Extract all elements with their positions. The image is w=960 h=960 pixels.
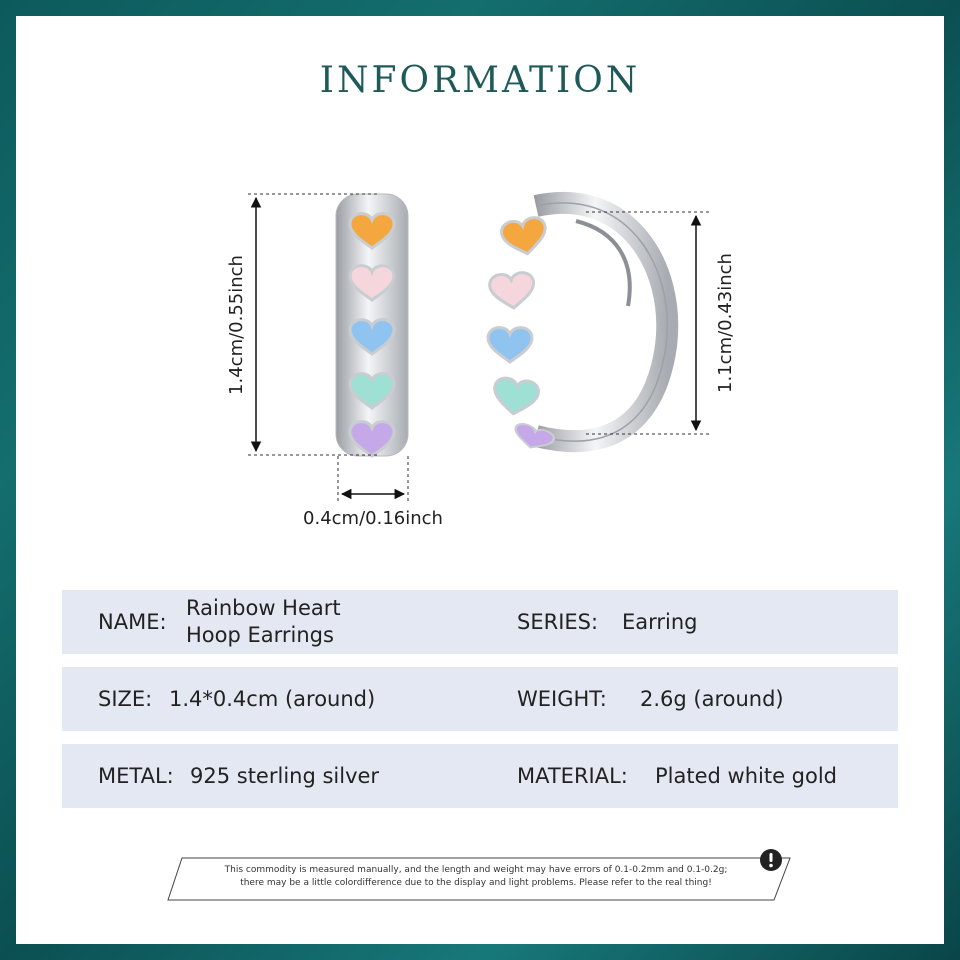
heart-pink — [348, 264, 396, 302]
notice-line1: This commodity is measured manually, and… — [224, 865, 728, 875]
spec-row-name: NAME: Rainbow Heart Hoop Earrings SERIES… — [62, 590, 898, 654]
heart-mint — [348, 372, 396, 410]
notice-text: This commodity is measured manually, and… — [196, 864, 756, 890]
height-label-front: 1.4cm/0.55inch — [226, 255, 247, 395]
name-label: NAME: — [98, 610, 167, 634]
size-label: SIZE: — [98, 687, 153, 711]
info-card: INFORMATION — [16, 16, 944, 944]
side-heart-lilac — [514, 423, 555, 449]
name-value-line1: Rainbow Heart — [186, 596, 341, 620]
series-label: SERIES: — [517, 610, 599, 634]
metal-label: METAL: — [98, 764, 174, 788]
height-measure-front: 1.4cm/0.55inch — [226, 193, 378, 456]
height-measure-side: 1.1cm/0.43inch — [586, 211, 736, 435]
weight-value: 2.6g (around) — [640, 687, 784, 711]
height-label-side: 1.1cm/0.43inch — [715, 253, 736, 393]
name-value: Rainbow Heart Hoop Earrings — [186, 590, 341, 654]
front-earring — [335, 193, 409, 458]
warning-icon — [760, 849, 782, 871]
weight-label: WEIGHT: — [517, 687, 607, 711]
material-label: MATERIAL: — [517, 764, 628, 788]
spec-row-size: SIZE: 1.4*0.4cm (around) WEIGHT: 2.6g (a… — [62, 667, 898, 731]
spec-row-metal: METAL: 925 sterling silver MATERIAL: Pla… — [62, 744, 898, 808]
notice-box: This commodity is measured manually, and… — [166, 849, 796, 904]
page-title: INFORMATION — [319, 60, 641, 101]
side-heart-blue — [486, 326, 534, 364]
width-measure-front: 0.4cm/0.16inch — [303, 456, 443, 529]
side-heart-pink — [488, 271, 536, 310]
name-value-line2: Hoop Earrings — [186, 623, 334, 647]
side-heart-orange — [500, 216, 547, 256]
notice-line2: there may be a little colordifference du… — [240, 878, 712, 888]
width-label-front: 0.4cm/0.16inch — [303, 508, 443, 529]
side-earring — [486, 191, 679, 453]
side-heart-mint — [493, 376, 540, 416]
earring-figure: 1.4cm/0.55inch 0.4cm/0.16inch 1.1cm/0.43… — [226, 191, 736, 529]
heart-blue — [348, 318, 396, 356]
size-value: 1.4*0.4cm (around) — [169, 687, 376, 711]
series-value: Earring — [622, 610, 698, 634]
heart-lilac — [348, 420, 396, 458]
material-value: Plated white gold — [655, 764, 838, 788]
metal-value: 925 sterling silver — [190, 764, 380, 788]
heart-orange — [348, 212, 396, 250]
